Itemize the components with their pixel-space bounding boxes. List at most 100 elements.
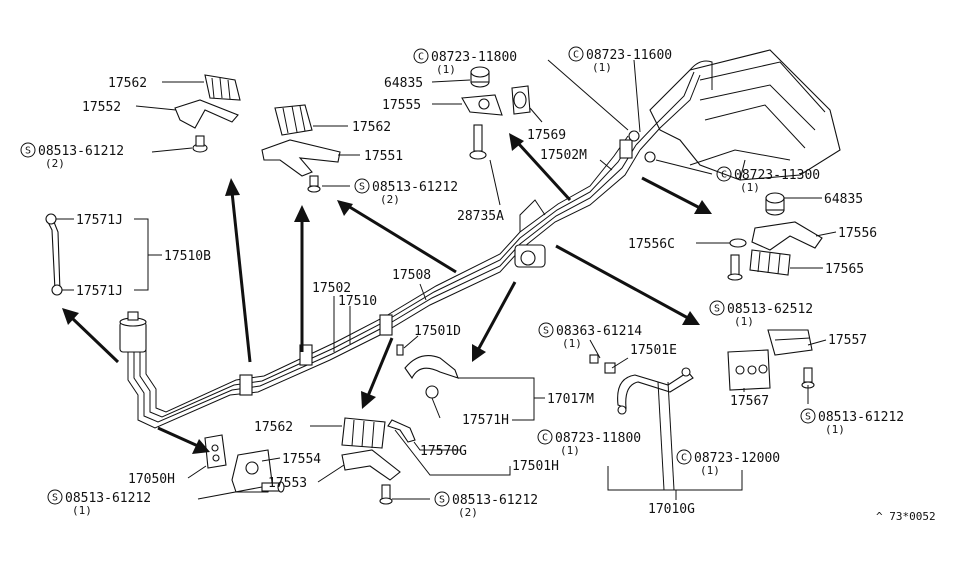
- label-17510: 17510: [338, 294, 377, 309]
- c-mark: C: [537, 429, 553, 445]
- bracket-17552: [174, 99, 239, 129]
- label-17570G: 17570G: [420, 444, 467, 459]
- qty-label: (1): [700, 464, 720, 477]
- label-08513-61212-d: 08513-61212: [65, 491, 151, 506]
- label-64835-b: 64835: [824, 192, 863, 207]
- label-08513-61212-a: 08513-61212: [38, 144, 124, 159]
- clip-17555: [461, 94, 503, 116]
- bracket-17557: [767, 329, 813, 356]
- label-17569: 17569: [527, 128, 566, 143]
- label-17562-c: 17562: [254, 420, 293, 435]
- hose-17017M: [404, 355, 459, 399]
- bolt-top-center: [307, 175, 321, 193]
- label-28735A: 28735A: [457, 209, 504, 224]
- label-17562-a: 17562: [108, 76, 147, 91]
- label-17562-b: 17562: [352, 120, 391, 135]
- svg-text:S: S: [439, 495, 445, 506]
- clamp-17562-top-center: [274, 104, 313, 136]
- clamp-near-tank: [628, 130, 656, 163]
- label-17571J-b: 17571J: [76, 284, 123, 299]
- label-17571H: 17571H: [462, 413, 509, 428]
- label-17554: 17554: [282, 452, 321, 467]
- clamp-17567: [727, 349, 771, 391]
- qty-label: (1): [72, 504, 92, 517]
- label-08513-61212-b: 08513-61212: [372, 180, 458, 195]
- svg-text:S: S: [714, 304, 720, 315]
- bracket-17551: [261, 139, 341, 177]
- fuel-filter: [119, 311, 147, 353]
- circled-prefix-marks: S S C C C S S S C C S S: [20, 46, 816, 507]
- clamp-17562-bottom: [341, 417, 386, 449]
- svg-text:C: C: [721, 170, 727, 181]
- s-mark: S: [354, 178, 370, 194]
- c-mark: C: [676, 449, 692, 465]
- c-mark: C: [568, 46, 584, 62]
- label-08363-61214: 08363-61214: [556, 324, 642, 339]
- svg-text:S: S: [543, 326, 549, 337]
- s-mark: S: [538, 322, 554, 338]
- clamp-17565: [749, 249, 791, 276]
- qty-label: (2): [380, 193, 400, 206]
- label-08723-12000: 08723-12000: [694, 451, 780, 466]
- clip-17501E: [604, 362, 616, 374]
- insulator-17569: [511, 85, 531, 115]
- screw-17501D: [396, 344, 404, 356]
- label-08513-61212-e: 08513-61212: [452, 493, 538, 508]
- label-17510B: 17510B: [164, 249, 211, 264]
- svg-text:S: S: [359, 182, 365, 193]
- label-17508: 17508: [392, 268, 431, 283]
- svg-text:S: S: [25, 146, 31, 157]
- qty-label: (1): [740, 181, 760, 194]
- leader-lines: [56, 59, 837, 500]
- label-17502M: 17502M: [540, 148, 587, 163]
- label-17502: 17502: [312, 281, 351, 296]
- hose-17010G: [617, 367, 694, 415]
- bolt-28735A: [469, 124, 487, 160]
- label-17567: 17567: [730, 394, 769, 409]
- label-17501D: 17501D: [414, 324, 461, 339]
- bolt-right-upper: [727, 254, 743, 281]
- label-17555: 17555: [382, 98, 421, 113]
- label-17552: 17552: [82, 100, 121, 115]
- label-64835-a: 64835: [384, 76, 423, 91]
- s-mark: S: [709, 300, 725, 316]
- label-17501H: 17501H: [512, 459, 559, 474]
- qty-label: (1): [436, 63, 456, 76]
- washer-17556C: [729, 238, 747, 248]
- label-17551: 17551: [364, 149, 403, 164]
- s-mark: S: [434, 491, 450, 507]
- mount-17050H: [204, 434, 227, 469]
- label-17565: 17565: [825, 262, 864, 277]
- label-17501E: 17501E: [630, 343, 677, 358]
- s-mark: S: [20, 142, 36, 158]
- label-17557: 17557: [828, 333, 867, 348]
- grommet-64835-a: [470, 66, 490, 88]
- label-17556C: 17556C: [628, 237, 675, 252]
- s-mark: S: [800, 408, 816, 424]
- hose-17501H: [387, 419, 416, 443]
- clip-08363: [589, 354, 599, 364]
- svg-text:C: C: [573, 50, 579, 61]
- label-08723-11600: 08723-11600: [586, 48, 672, 63]
- fuel-tank: [649, 49, 841, 181]
- part-labels: 17562 17552 08513-61212 (2) 17562 17551 …: [38, 48, 936, 523]
- c-mark: C: [413, 48, 429, 64]
- s-mark: S: [47, 489, 63, 505]
- qty-label: (1): [562, 337, 582, 350]
- bracket-17556: [751, 221, 823, 251]
- label-08723-11800-a: 08723-11800: [431, 50, 517, 65]
- c-mark: C: [716, 166, 732, 182]
- label-17010G: 17010G: [648, 502, 695, 517]
- reference-code: ^ 73*0052: [876, 510, 936, 523]
- main-fuel-pipes: [127, 71, 701, 429]
- qty-label: (1): [825, 423, 845, 436]
- qty-label: (1): [592, 61, 612, 74]
- svg-text:C: C: [542, 433, 548, 444]
- label-08513-62512: 08513-62512: [727, 302, 813, 317]
- qty-label: (1): [734, 315, 754, 328]
- clamp-17562-top-left: [204, 74, 241, 101]
- grommet-64835-b: [765, 192, 785, 216]
- bolt-top-left: [192, 135, 208, 153]
- svg-text:S: S: [52, 493, 58, 504]
